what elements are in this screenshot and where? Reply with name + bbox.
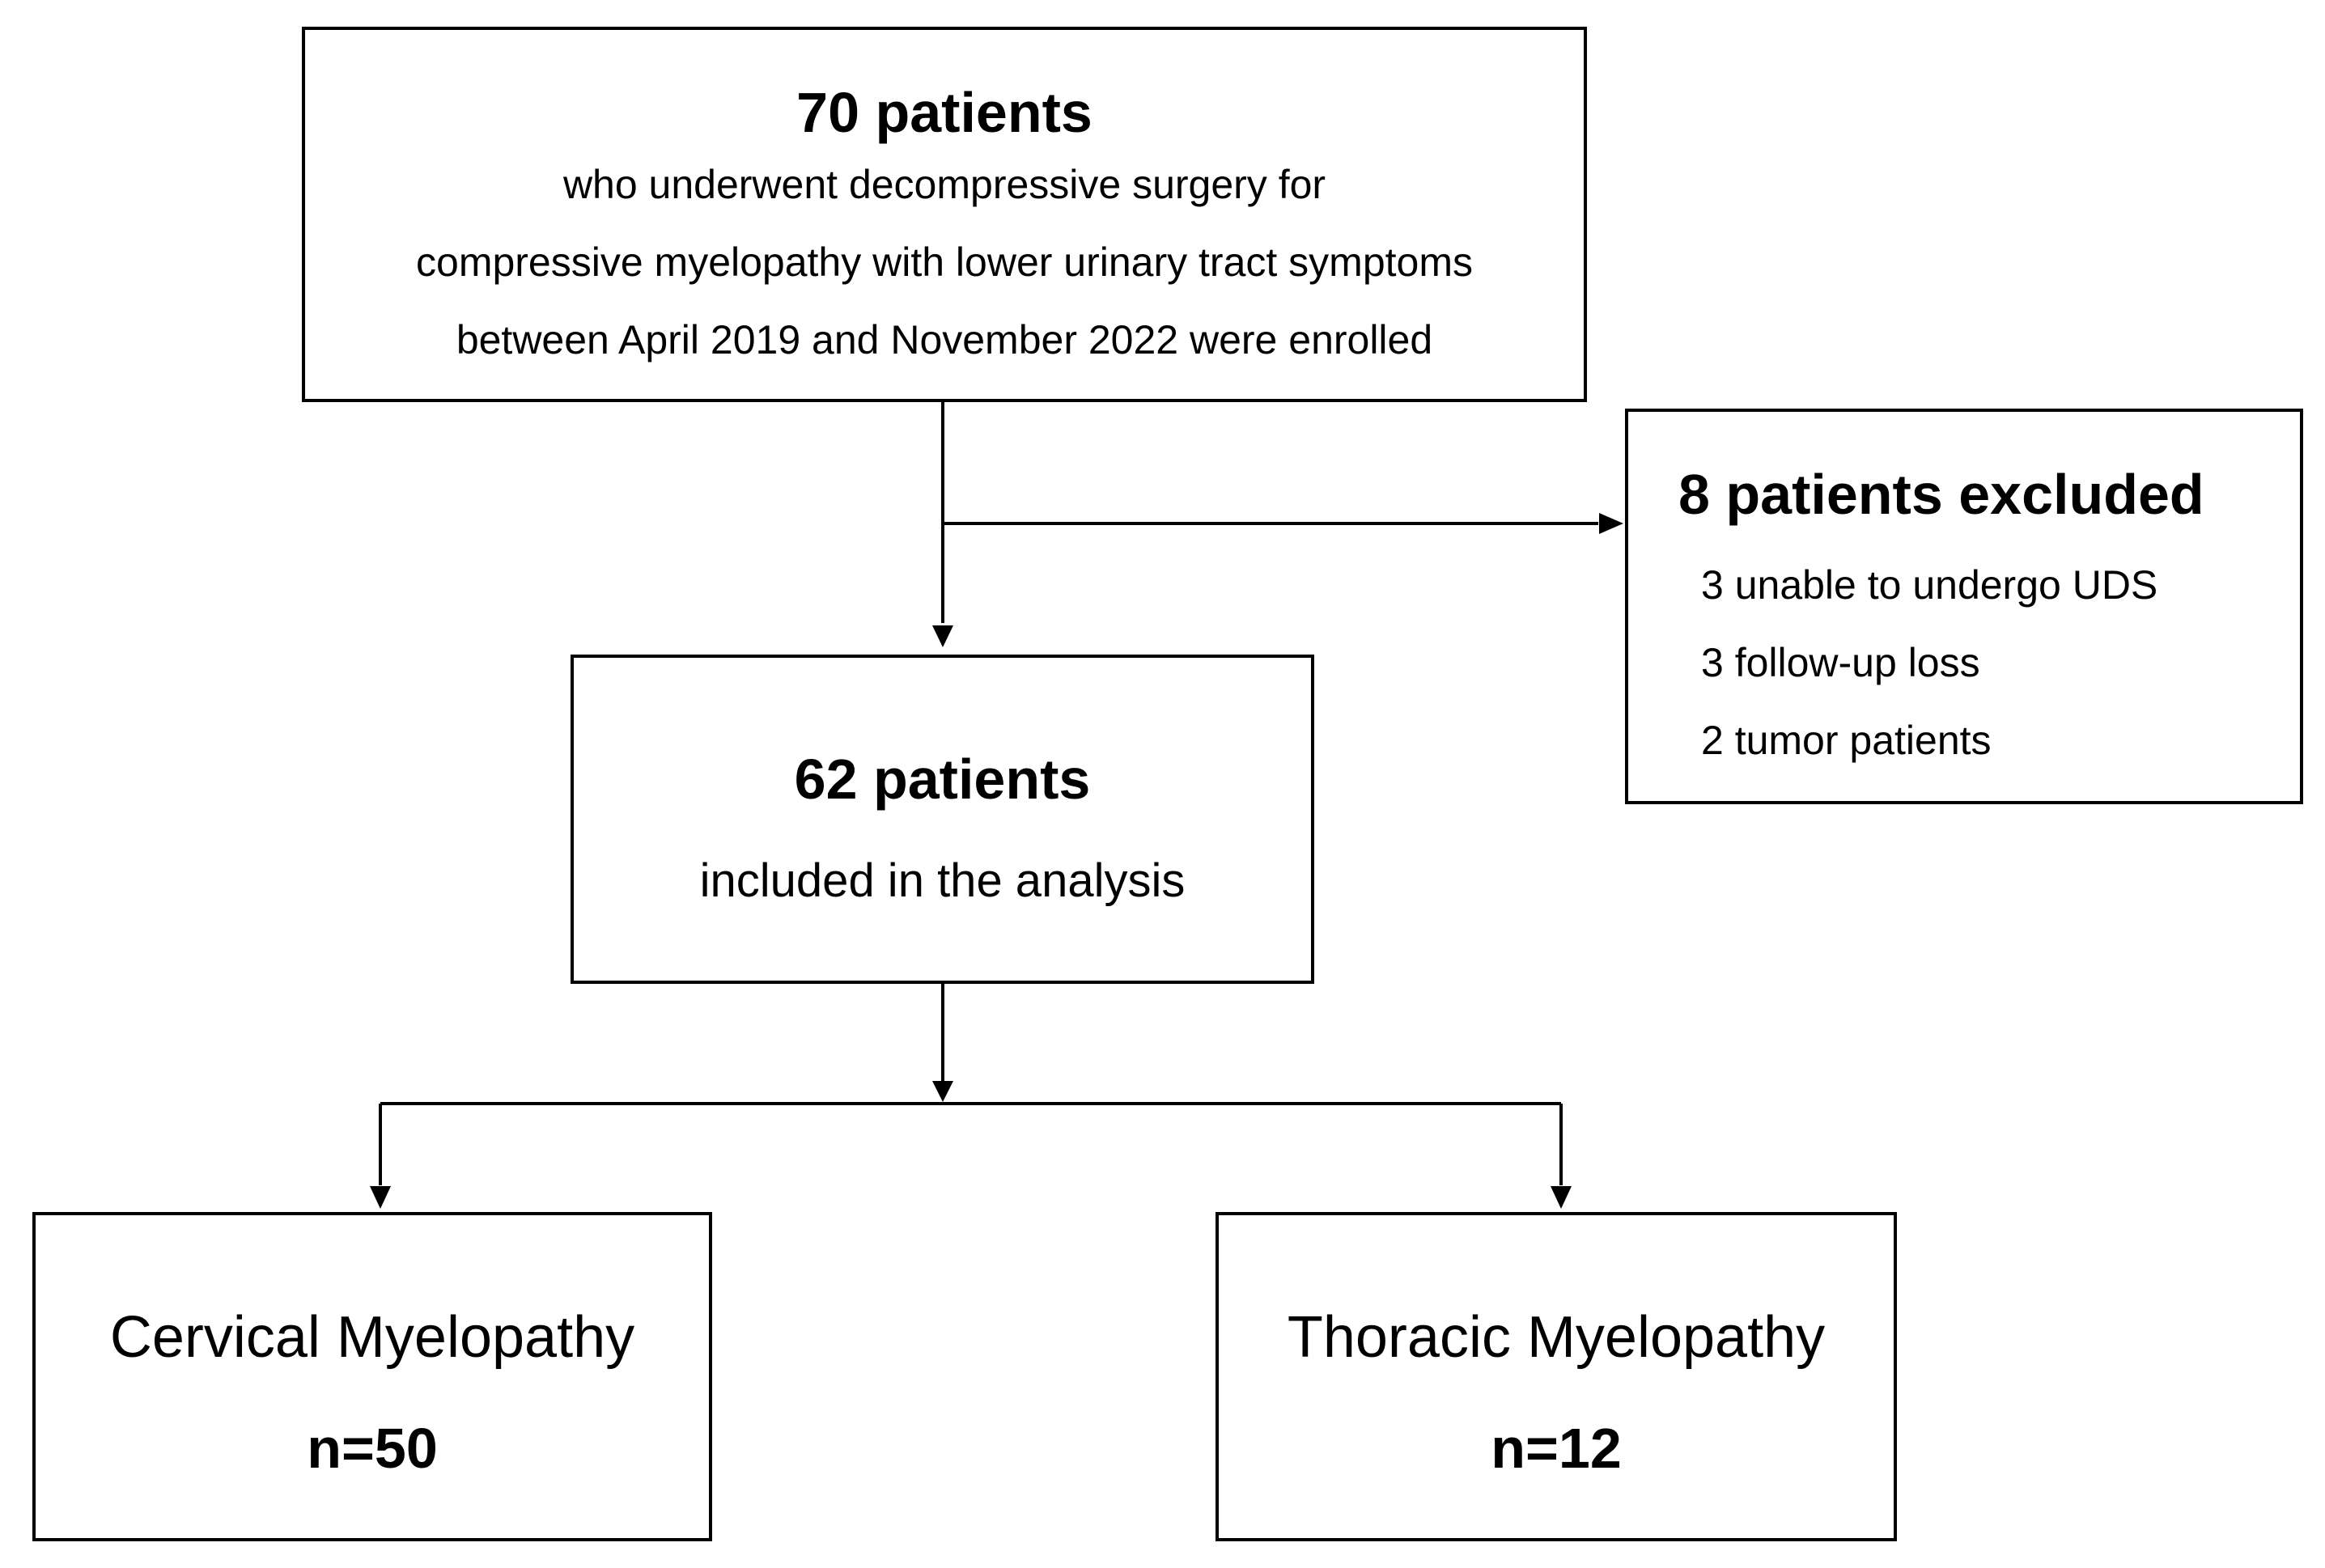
exclusion-reason: 3 follow-up loss: [1701, 640, 1980, 685]
cervical-group-box: Cervical Myelopathy n=50: [32, 1212, 712, 1541]
group-name: Thoracic Myelopathy: [1287, 1305, 1826, 1370]
group-name: Cervical Myelopathy: [109, 1305, 635, 1370]
arrowhead-excluded-icon: [1599, 513, 1623, 534]
group-count: n=12: [1491, 1417, 1622, 1480]
exclusion-reason: 3 unable to undergo UDS: [1701, 562, 2158, 608]
excluded-box: 8 patients excluded 3 unable to undergo …: [1625, 409, 2303, 804]
enrolled-title: 70 patients: [796, 81, 1092, 144]
enrolled-description-line: between April 2019 and November 2022 wer…: [456, 317, 1433, 362]
arrowhead-split-icon: [932, 1081, 953, 1102]
group-count: n=50: [307, 1417, 438, 1480]
exclusion-reason: 2 tumor patients: [1701, 718, 1992, 763]
arrowhead-thoracic-icon: [1551, 1186, 1572, 1209]
enrolled-description-line: who underwent decompressive surgery for: [562, 162, 1326, 207]
enrolled-box: 70 patients who underwent decompressive …: [302, 27, 1587, 402]
excluded-title: 8 patients excluded: [1678, 463, 2204, 526]
included-subtitle: included in the analysis: [699, 854, 1186, 907]
included-title: 62 patients: [794, 748, 1091, 811]
enrolled-description-line: compressive myelopathy with lower urinar…: [416, 239, 1473, 285]
included-box: 62 patients included in the analysis: [571, 655, 1314, 984]
thoracic-group-box: Thoracic Myelopathy n=12: [1216, 1212, 1897, 1541]
arrowhead-included-icon: [932, 625, 953, 647]
arrowhead-cervical-icon: [370, 1186, 391, 1209]
